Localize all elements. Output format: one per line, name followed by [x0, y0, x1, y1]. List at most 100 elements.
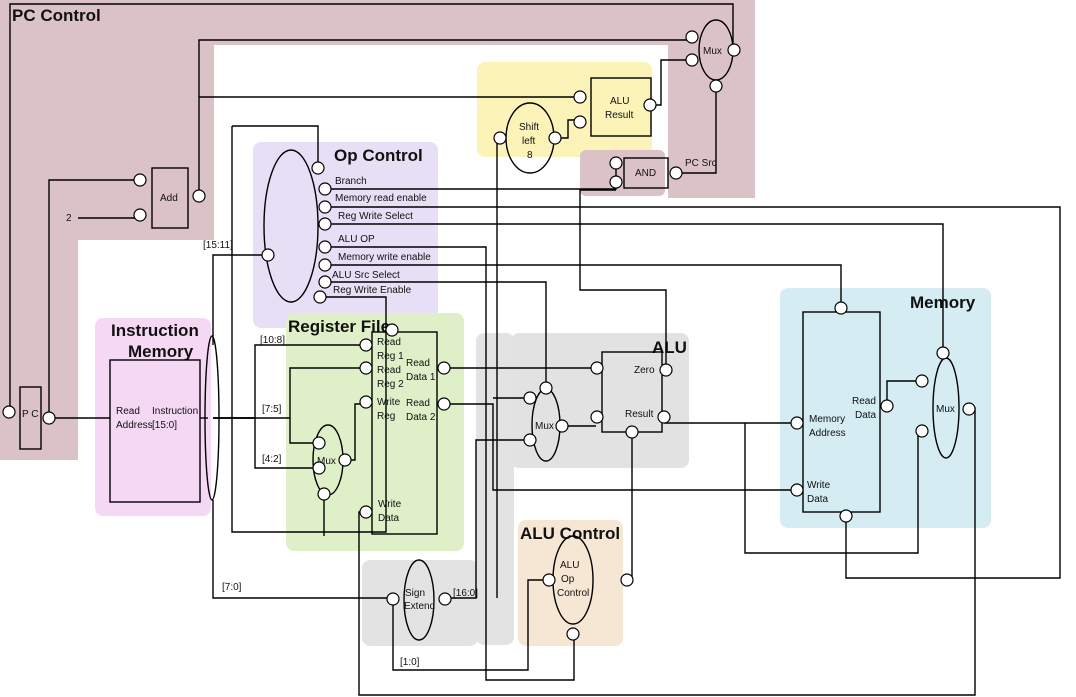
rf-read-data1-port [437, 361, 451, 375]
pc-output-port [42, 411, 56, 425]
sign-extend-label-2: Extend [404, 601, 435, 612]
imem-instruction-2: [15:0] [152, 420, 177, 431]
sign-extend-unit [403, 559, 435, 641]
pc-control-title: PC Control [12, 6, 101, 25]
wire-pc-src [676, 86, 717, 174]
mem-mux-in-b [915, 424, 929, 438]
pc-mux-out [727, 43, 741, 57]
pc-mux-label: Mux [703, 46, 722, 57]
alu-region [511, 333, 689, 468]
add-output-port [192, 189, 206, 203]
and-in-b [609, 175, 623, 189]
imem-read-address-2: Address [116, 420, 153, 431]
alu-zero-port [659, 363, 673, 377]
signal-reg-write-enable: Reg Write Enable [333, 285, 412, 296]
rf-write-reg-1: Write [377, 397, 401, 408]
rf-read-reg2-1: Read [377, 365, 401, 376]
alu-control-label-3: Control [557, 588, 589, 599]
rf-read-data2-2: Data 2 [406, 412, 436, 423]
and-region [580, 150, 665, 196]
op-mem-write-port [318, 258, 332, 272]
wire-reg-write-enable [325, 296, 387, 330]
wire-reg-write-select-to-memmux [325, 223, 944, 352]
rf-read-reg1-port [359, 338, 373, 352]
bit-range-labels: [15:11] [10:8] [7:5] [4:2] [7:0] [16:0] … [203, 240, 478, 668]
wire-zero [579, 189, 667, 370]
reg-mux-label: Mux [317, 456, 336, 467]
rf-read-reg1-2: Reg 1 [377, 351, 404, 362]
rf-write-reg-port [359, 395, 373, 409]
imem-read-address-1: Read [116, 406, 140, 417]
alu-title: ALU [652, 338, 687, 357]
rf-write-data-2: Data [378, 513, 400, 524]
bits-7-5: [7:5] [262, 404, 282, 415]
branch-alu-out [643, 98, 657, 112]
register-file-title: Register File [288, 317, 390, 336]
const-two-label: 2 [66, 213, 72, 224]
rf-write-reg-2: Reg [377, 411, 395, 422]
shift-label-3: 8 [527, 150, 533, 161]
register-file-unit [371, 331, 438, 535]
alu-control-port [625, 425, 639, 439]
rf-write-data-1: Write [378, 499, 402, 510]
branch-alu-label-1: ALU [610, 96, 629, 107]
mem-mux-label: Mux [936, 404, 955, 415]
register-file-region [286, 313, 464, 551]
alu-mux-out [555, 419, 569, 433]
op-control-in [261, 248, 275, 262]
alu-result-label: Result [625, 409, 654, 420]
mem-write-data-2: Data [807, 494, 829, 505]
mem-read-data-port [880, 399, 894, 413]
mem-write-data-1: Write [807, 480, 831, 491]
rf-read-reg2-2: Reg 2 [377, 379, 404, 390]
rf-read-data1-2: Data 1 [406, 372, 436, 383]
wire-instr-4-2 [213, 417, 320, 469]
and-gate-label: AND [635, 168, 656, 179]
mem-read-enable-port [839, 509, 853, 523]
op-control-title: Op Control [334, 146, 423, 165]
wire-pc-plus-2 [198, 39, 690, 196]
bits-7-0: [7:0] [222, 582, 242, 593]
op-branch-port [318, 182, 332, 196]
mem-write-enable-port [834, 301, 848, 315]
and-out [669, 166, 683, 180]
sign-extend-out [438, 592, 452, 606]
instruction-memory-title-line1: Instruction [111, 321, 199, 340]
mem-read-data-2: Data [855, 410, 877, 421]
pc-register [19, 386, 42, 450]
op-alu-op-port [318, 240, 332, 254]
signal-memory-read-enable: Memory read enable [335, 193, 427, 204]
bits-15-11: [15:11] [203, 240, 233, 251]
alu-mux-label: Mux [535, 421, 554, 432]
reg-mux-out [338, 453, 352, 467]
shift-label-2: left [522, 136, 536, 147]
rf-enable-port [385, 323, 399, 337]
alu-in-a [590, 361, 604, 375]
rf-write-data-port [359, 505, 373, 519]
bits-10-8: [10:8] [260, 335, 285, 346]
shift-label-1: Shift [519, 122, 539, 133]
bits-1-0: [1:0] [400, 657, 420, 668]
rf-read-data1-1: Read [406, 358, 430, 369]
wire-instr-7-5-mux [289, 418, 320, 444]
pc-mux-in-a [685, 30, 699, 44]
alu-bus-region [476, 333, 514, 645]
pc-mux-in-b [685, 53, 699, 67]
wire-branch [325, 163, 617, 190]
wire-read-data-2 [444, 403, 795, 491]
bits-4-2: [4:2] [262, 454, 282, 465]
components: P C Add 2 Mux ALU Result Shift left 8 A [2, 19, 976, 641]
wire-read-data-mem [886, 380, 918, 405]
reg-mux-select [317, 487, 331, 501]
rf-read-data2-1: Read [406, 398, 430, 409]
op-mem-read-port [318, 200, 332, 214]
sign-extend-in [386, 592, 400, 606]
alu-mux-select [539, 381, 553, 395]
alu-control-op-in [566, 627, 580, 641]
alu-control-title: ALU Control [520, 524, 620, 543]
mem-read-data-1: Read [852, 396, 876, 407]
pc-label: P C [22, 409, 39, 420]
op-control-unit [263, 149, 319, 303]
wire-pc-to-add [48, 179, 140, 418]
